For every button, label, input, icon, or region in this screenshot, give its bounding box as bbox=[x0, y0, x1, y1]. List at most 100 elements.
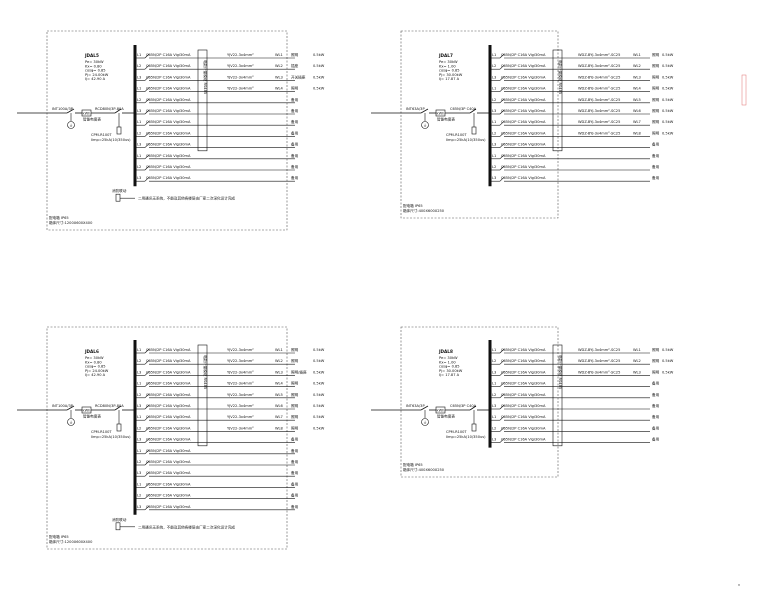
circuit-switch bbox=[499, 359, 505, 365]
circuit-use-label: 照明 bbox=[291, 381, 299, 386]
circuit-code-label: WL4 bbox=[275, 382, 284, 386]
circuit-use-label: 照明 bbox=[652, 108, 660, 113]
circuit-breaker-label: C65N/2P C16A Vigi30mA bbox=[501, 415, 546, 419]
panel-name: JDAL6 bbox=[84, 349, 99, 354]
circuit-breaker-label: C65N/2P C16A Vigi30mA bbox=[146, 404, 191, 408]
circuit-code-label: WL1 bbox=[275, 53, 283, 57]
circuit-phase: L3 bbox=[137, 438, 141, 442]
circuit-use-label: 备用 bbox=[291, 504, 299, 509]
circuit-breaker-label: C65N/2P C16A Vigi30mA bbox=[501, 109, 546, 113]
panel-spec: Pj= 30.00kW bbox=[439, 73, 463, 77]
circuit-power-label: 0.5kW bbox=[313, 426, 325, 430]
panel-spec: Pe= 30kW bbox=[85, 60, 104, 64]
circuit-power-label: 0.5kW bbox=[662, 348, 674, 352]
rcd-label: C65N/3P C40A bbox=[450, 107, 477, 111]
panel-spec: Pe= 30kW bbox=[85, 356, 104, 360]
diagram-root: INT100A/3PkWh智能电度表RCD80N/3P-80ACPM-R100T… bbox=[17, 30, 674, 550]
spd-label: CPM-R100T bbox=[91, 133, 112, 137]
circuit-use-label: 备用 bbox=[291, 119, 299, 124]
ground-symbol bbox=[67, 418, 75, 426]
circuit-switch bbox=[144, 76, 150, 81]
circuit-code-label: WL1 bbox=[275, 348, 283, 352]
circuit-switch bbox=[144, 120, 150, 126]
fire-link-label: 消防联动 bbox=[112, 188, 127, 193]
circuit-phase: L2 bbox=[492, 165, 496, 169]
circuit-phase: L1 bbox=[137, 120, 141, 124]
circuit-switch bbox=[144, 176, 150, 182]
circuit-phase: L1 bbox=[137, 382, 141, 386]
circuit-power-label: 0.5kW bbox=[313, 359, 325, 363]
circuit-breaker-label: C65N/2P C16A Vigi30mA bbox=[501, 120, 546, 124]
incoming-switch bbox=[114, 405, 122, 411]
circuit-use-label: 照明 bbox=[652, 52, 660, 57]
panel-name: JDAL5 bbox=[84, 53, 99, 58]
circuit-cable-label: WDZ-BYJ-3x4mm²-SC25 bbox=[578, 370, 620, 374]
circuit-breaker-label: C65N/2P C16A Vigi30mA bbox=[501, 382, 546, 386]
circuit-phase: L1 bbox=[492, 348, 496, 352]
rcd-label: RCD80N/3P-80A bbox=[95, 404, 124, 408]
circuit-use-label: 照明 bbox=[652, 86, 660, 91]
circuit-phase: L1 bbox=[137, 482, 141, 486]
spd-symbol bbox=[116, 423, 122, 432]
panel-spec: Ij= 42.90 A bbox=[85, 373, 106, 377]
circuit-use-label: 照明 bbox=[291, 347, 299, 352]
circuit-phase: L2 bbox=[492, 393, 496, 397]
circuit-code-label: WL8 bbox=[275, 426, 284, 430]
circuit-breaker-label: C65N/2P C16A Vigi30mA bbox=[146, 494, 191, 498]
circuit-code-label: WL4 bbox=[633, 87, 642, 91]
circuit-breaker-label: C65N/2P C16A Vigi30mA bbox=[146, 75, 191, 79]
circuit-phase: L3 bbox=[492, 75, 496, 79]
circuit-cable-label: YJV22-3x4mm² bbox=[227, 404, 254, 408]
circuit-breaker-label: C65N/2P C16A Vigi30mA bbox=[146, 415, 191, 419]
circuit-phase: L3 bbox=[492, 404, 496, 408]
circuit-power-label: 0.5kW bbox=[313, 382, 325, 386]
circuit-code-label: WL2 bbox=[633, 64, 641, 68]
circuit-switch bbox=[144, 98, 150, 104]
circuit-phase: L3 bbox=[492, 176, 496, 180]
circuit-breaker-label: C65N/2P C16A Vigi30mA bbox=[501, 426, 546, 430]
box-type-label: 配电箱 IP65 bbox=[49, 534, 69, 539]
circuit-use-label: 照明 bbox=[291, 86, 299, 91]
circuit-use-label: 插座 bbox=[291, 63, 299, 68]
circuit-power-label: 0.5kW bbox=[313, 415, 325, 419]
box-type-label: 配电箱 IP65 bbox=[403, 462, 423, 467]
circuit-code-label: WL6 bbox=[633, 109, 642, 113]
circuit-use-label: 照明 bbox=[291, 425, 299, 430]
circuit-cable-label: WDZ-BYJ-3x4mm²-SC25 bbox=[578, 98, 620, 102]
circuit-use-label: 照明 bbox=[291, 392, 299, 397]
circuit-use-label: 备用 bbox=[652, 414, 660, 419]
metering-module-box bbox=[552, 49, 563, 152]
circuit-breaker-label: C65N/2P C16A Vigi30mA bbox=[501, 75, 546, 79]
energy-meter-label: 智能电度表 bbox=[437, 414, 455, 419]
circuit-phase: L1 bbox=[137, 348, 141, 352]
box-size-label: 箱体尺寸:400X600X250 bbox=[403, 467, 445, 472]
circuit-phase: L2 bbox=[492, 359, 496, 363]
circuit-power-label: 0.5kW bbox=[662, 370, 674, 374]
spd-spec-label: Iimp=25kA(10/350us) bbox=[446, 138, 486, 142]
circuit-switch bbox=[144, 154, 150, 160]
circuit-breaker-label: C65N/2P C16A Vigi30mA bbox=[501, 53, 546, 57]
circuit-cable-label: YJV22-3x4mm² bbox=[227, 393, 254, 397]
circuit-switch bbox=[499, 64, 505, 70]
box-size-label: 箱体尺寸:1200X600X400 bbox=[49, 220, 93, 225]
circuit-switch bbox=[499, 132, 505, 137]
circuit-phase: L3 bbox=[492, 438, 496, 442]
circuit-switch bbox=[499, 427, 505, 432]
circuit-cable-label: YJV22-3x4mm² bbox=[227, 359, 254, 363]
spd-label: CPM-R100T bbox=[91, 430, 112, 434]
